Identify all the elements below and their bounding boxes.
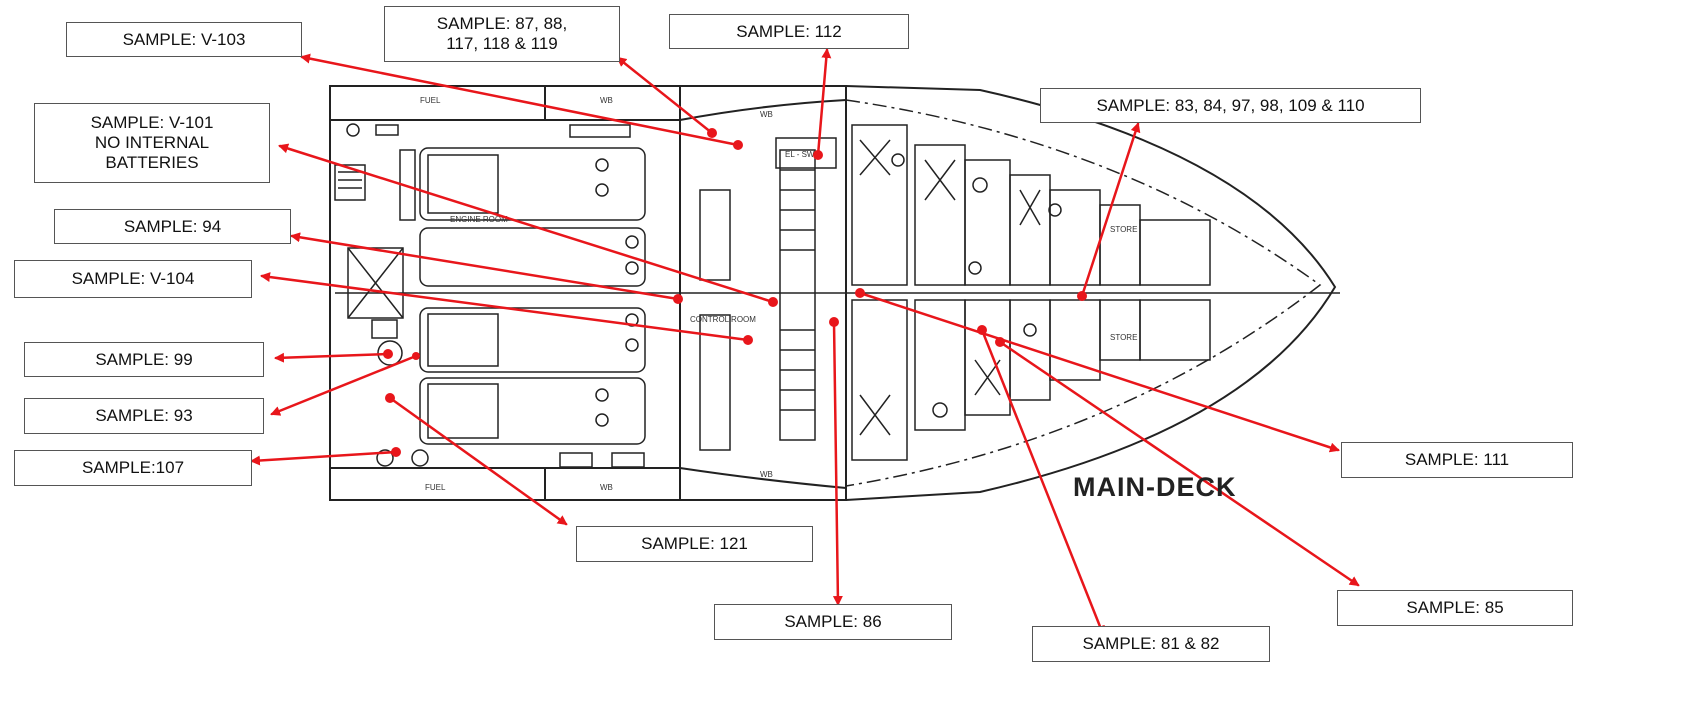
arrow-v103 [300, 53, 740, 147]
label-sample-83-84-97-98-109-110: SAMPLE: 83, 84, 97, 98, 109 & 110 [1040, 88, 1421, 123]
label-sample-v104: SAMPLE: V-104 [14, 260, 252, 298]
label-sample-87-88-117-118-119: SAMPLE: 87, 88, 117, 118 & 119 [384, 6, 620, 62]
arrow-s112 [816, 48, 832, 157]
label-sample-v101: SAMPLE: V-101 NO INTERNAL BATTERIES [34, 103, 270, 183]
label-sample-93: SAMPLE: 93 [24, 398, 264, 434]
label-sample-107: SAMPLE:107 [14, 450, 252, 486]
control-room-fittings [699, 137, 837, 451]
arrow-s83 [1080, 122, 1141, 298]
label-sample-85: SAMPLE: 85 [1337, 590, 1573, 626]
wb-tank-upper: WB [760, 110, 773, 119]
arrow-s86 [832, 320, 843, 606]
wb-tank-bottom: WB [600, 483, 613, 492]
arrow-s107 [250, 450, 398, 466]
label-sample-86: SAMPLE: 86 [714, 604, 952, 640]
wb-tank-top: WB [600, 96, 613, 105]
label-sample-94: SAMPLE: 94 [54, 209, 291, 244]
label-sample-111: SAMPLE: 111 [1341, 442, 1573, 478]
arrow-s81 [980, 328, 1105, 636]
arrow-s111 [858, 291, 1340, 453]
arrow-s93 [270, 354, 418, 416]
arrow-v104 [260, 272, 750, 342]
arrow-s87 [616, 56, 714, 135]
engine-blocks [399, 147, 646, 445]
engine-room-fittings [334, 123, 645, 468]
el-sw-text: EL - SW [785, 150, 815, 159]
arrow-s99 [274, 352, 390, 363]
label-sample-112: SAMPLE: 112 [669, 14, 909, 49]
store-top-text: STORE [1110, 225, 1137, 234]
label-sample-121: SAMPLE: 121 [576, 526, 813, 562]
hull-dashed-outline [845, 99, 1322, 487]
label-sample-81-82: SAMPLE: 81 & 82 [1032, 626, 1270, 662]
hull-outline [329, 85, 1337, 501]
label-sample-99: SAMPLE: 99 [24, 342, 264, 377]
store-bottom-text: STORE [1110, 333, 1137, 342]
wb-tank-lower: WB [760, 470, 773, 479]
control-room-text: CONTROL ROOM [690, 315, 756, 324]
engine-room-text: ENGINE ROOM [450, 215, 508, 224]
label-sample-v103: SAMPLE: V-103 [66, 22, 302, 57]
arrow-s121 [388, 396, 568, 526]
arrow-v101 [278, 143, 775, 304]
deck-title: MAIN-DECK [1073, 472, 1237, 502]
arrow-s94 [290, 232, 680, 301]
fuel-tank-bottom: FUEL [425, 483, 446, 492]
arrow-s85 [998, 340, 1360, 587]
fuel-tank-top: FUEL [420, 96, 441, 105]
